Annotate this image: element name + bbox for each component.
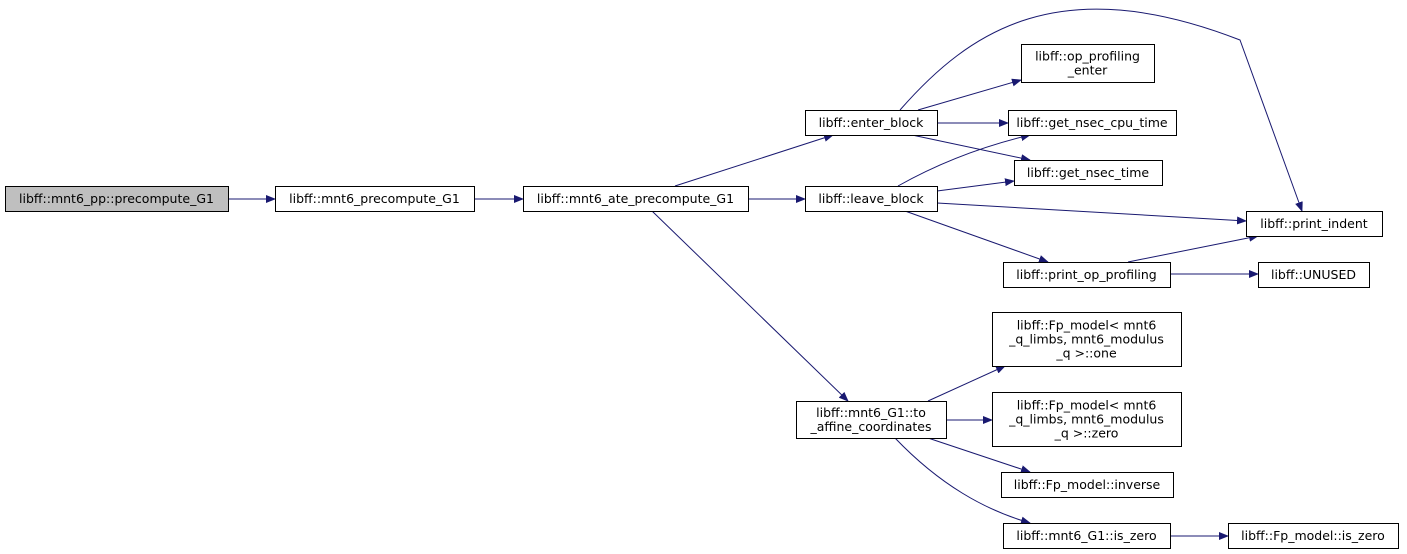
edge-leave-block-to-print-indent	[936, 202, 1247, 225]
node-label: _q >::one	[1055, 346, 1117, 361]
node-box	[992, 312, 1182, 367]
node-mnt6-precompute-g1[interactable]: libff::mnt6_precompute_G1	[275, 186, 475, 212]
node-box	[275, 186, 475, 212]
node-label: libff::Fp_model::is_zero	[1241, 528, 1385, 543]
node-box	[523, 186, 749, 212]
node-label: libff::Fp_model::inverse	[1014, 477, 1161, 492]
node-label: libff::mnt6_G1::to	[816, 405, 926, 420]
node-print-indent[interactable]: libff::print_indent	[1246, 211, 1383, 237]
node-precompute-g1-pp[interactable]: libff::mnt6_pp::precompute_G1	[5, 186, 229, 212]
node-label: libff::op_profiling	[1035, 49, 1140, 64]
node-label: _q >::zero	[1054, 426, 1119, 441]
node-label: libff::Fp_model< mnt6	[1017, 318, 1157, 333]
edges-layer	[228, 8, 1303, 540]
node-enter-block[interactable]: libff::enter_block	[805, 110, 938, 136]
node-label: _enter	[1067, 63, 1108, 78]
edge-mnt6-ate-precompute-g1-to-enter-block	[674, 133, 834, 187]
node-label: libff::mnt6_precompute_G1	[289, 191, 460, 206]
node-box	[1008, 110, 1177, 136]
edge-to-affine-coordinates-to-fp-model-inverse	[927, 437, 1031, 473]
node-get-nsec-cpu-time[interactable]: libff::get_nsec_cpu_time	[1008, 110, 1177, 136]
node-label: _q_limbs, mnt6_modulus	[1008, 332, 1164, 347]
node-box	[5, 186, 229, 212]
node-box	[796, 401, 947, 439]
node-label: libff::leave_block	[818, 191, 924, 206]
node-mnt6-ate-precompute-g1[interactable]: libff::mnt6_ate_precompute_G1	[523, 186, 749, 212]
edge-leave-block-to-print-op-profiling	[904, 210, 1049, 263]
node-label: libff::get_nsec_time	[1027, 165, 1149, 180]
node-op-profiling-enter[interactable]: libff::op_profiling_enter	[1021, 44, 1155, 83]
node-label: _affine_coordinates	[809, 419, 931, 434]
node-label: libff::mnt6_pp::precompute_G1	[19, 191, 214, 206]
node-box	[1003, 523, 1171, 549]
node-mnt6-g1-is-zero[interactable]: libff::mnt6_G1::is_zero	[1003, 523, 1171, 549]
node-label: _q_limbs, mnt6_modulus	[1008, 412, 1164, 427]
edge-enter-block-to-get-nsec-time	[911, 134, 1031, 163]
node-unused[interactable]: libff::UNUSED	[1258, 262, 1370, 288]
node-label: libff::print_op_profiling	[1016, 267, 1157, 282]
edge-enter-block-to-print-indent	[899, 8, 1303, 212]
node-label: libff::enter_block	[819, 115, 924, 130]
node-fp-model-is-zero[interactable]: libff::Fp_model::is_zero	[1228, 523, 1399, 549]
node-label: libff::mnt6_G1::is_zero	[1016, 528, 1156, 543]
node-print-op-profiling[interactable]: libff::print_op_profiling	[1003, 262, 1171, 288]
node-box	[1014, 160, 1163, 186]
edge-to-affine-coordinates-to-fp-model-one	[927, 365, 1006, 402]
node-box	[805, 110, 938, 136]
node-label: libff::Fp_model< mnt6	[1017, 398, 1157, 413]
edge-to-affine-coordinates-to-mnt6-g1-is-zero	[894, 437, 1031, 525]
node-box	[1003, 262, 1171, 288]
node-fp-model-inverse[interactable]: libff::Fp_model::inverse	[1001, 472, 1174, 498]
node-box	[1246, 211, 1383, 237]
node-box	[1258, 262, 1370, 288]
node-get-nsec-time[interactable]: libff::get_nsec_time	[1014, 160, 1163, 186]
edge-leave-block-to-get-nsec-cpu-time	[897, 133, 1031, 187]
node-label: libff::get_nsec_cpu_time	[1016, 115, 1167, 130]
node-label: libff::mnt6_ate_precompute_G1	[537, 191, 734, 206]
edge-enter-block-to-op-profiling-enter	[917, 78, 1022, 111]
node-box	[1228, 523, 1399, 549]
node-box	[992, 392, 1182, 447]
node-box	[1021, 44, 1155, 83]
edge-mnt6-ate-precompute-g1-to-to-affine-coordinates	[651, 210, 849, 402]
edge-leave-block-to-get-nsec-time	[936, 178, 1015, 192]
node-label: libff::print_indent	[1260, 216, 1367, 231]
node-box	[1001, 472, 1174, 498]
node-fp-model-zero[interactable]: libff::Fp_model< mnt6_q_limbs, mnt6_modu…	[992, 392, 1182, 447]
node-to-affine-coordinates[interactable]: libff::mnt6_G1::to_affine_coordinates	[796, 401, 947, 439]
node-label: libff::UNUSED	[1271, 267, 1356, 282]
node-fp-model-one[interactable]: libff::Fp_model< mnt6_q_limbs, mnt6_modu…	[992, 312, 1182, 367]
node-box	[805, 186, 938, 212]
node-leave-block[interactable]: libff::leave_block	[805, 186, 938, 212]
edge-print-op-profiling-to-print-indent	[1127, 233, 1259, 263]
